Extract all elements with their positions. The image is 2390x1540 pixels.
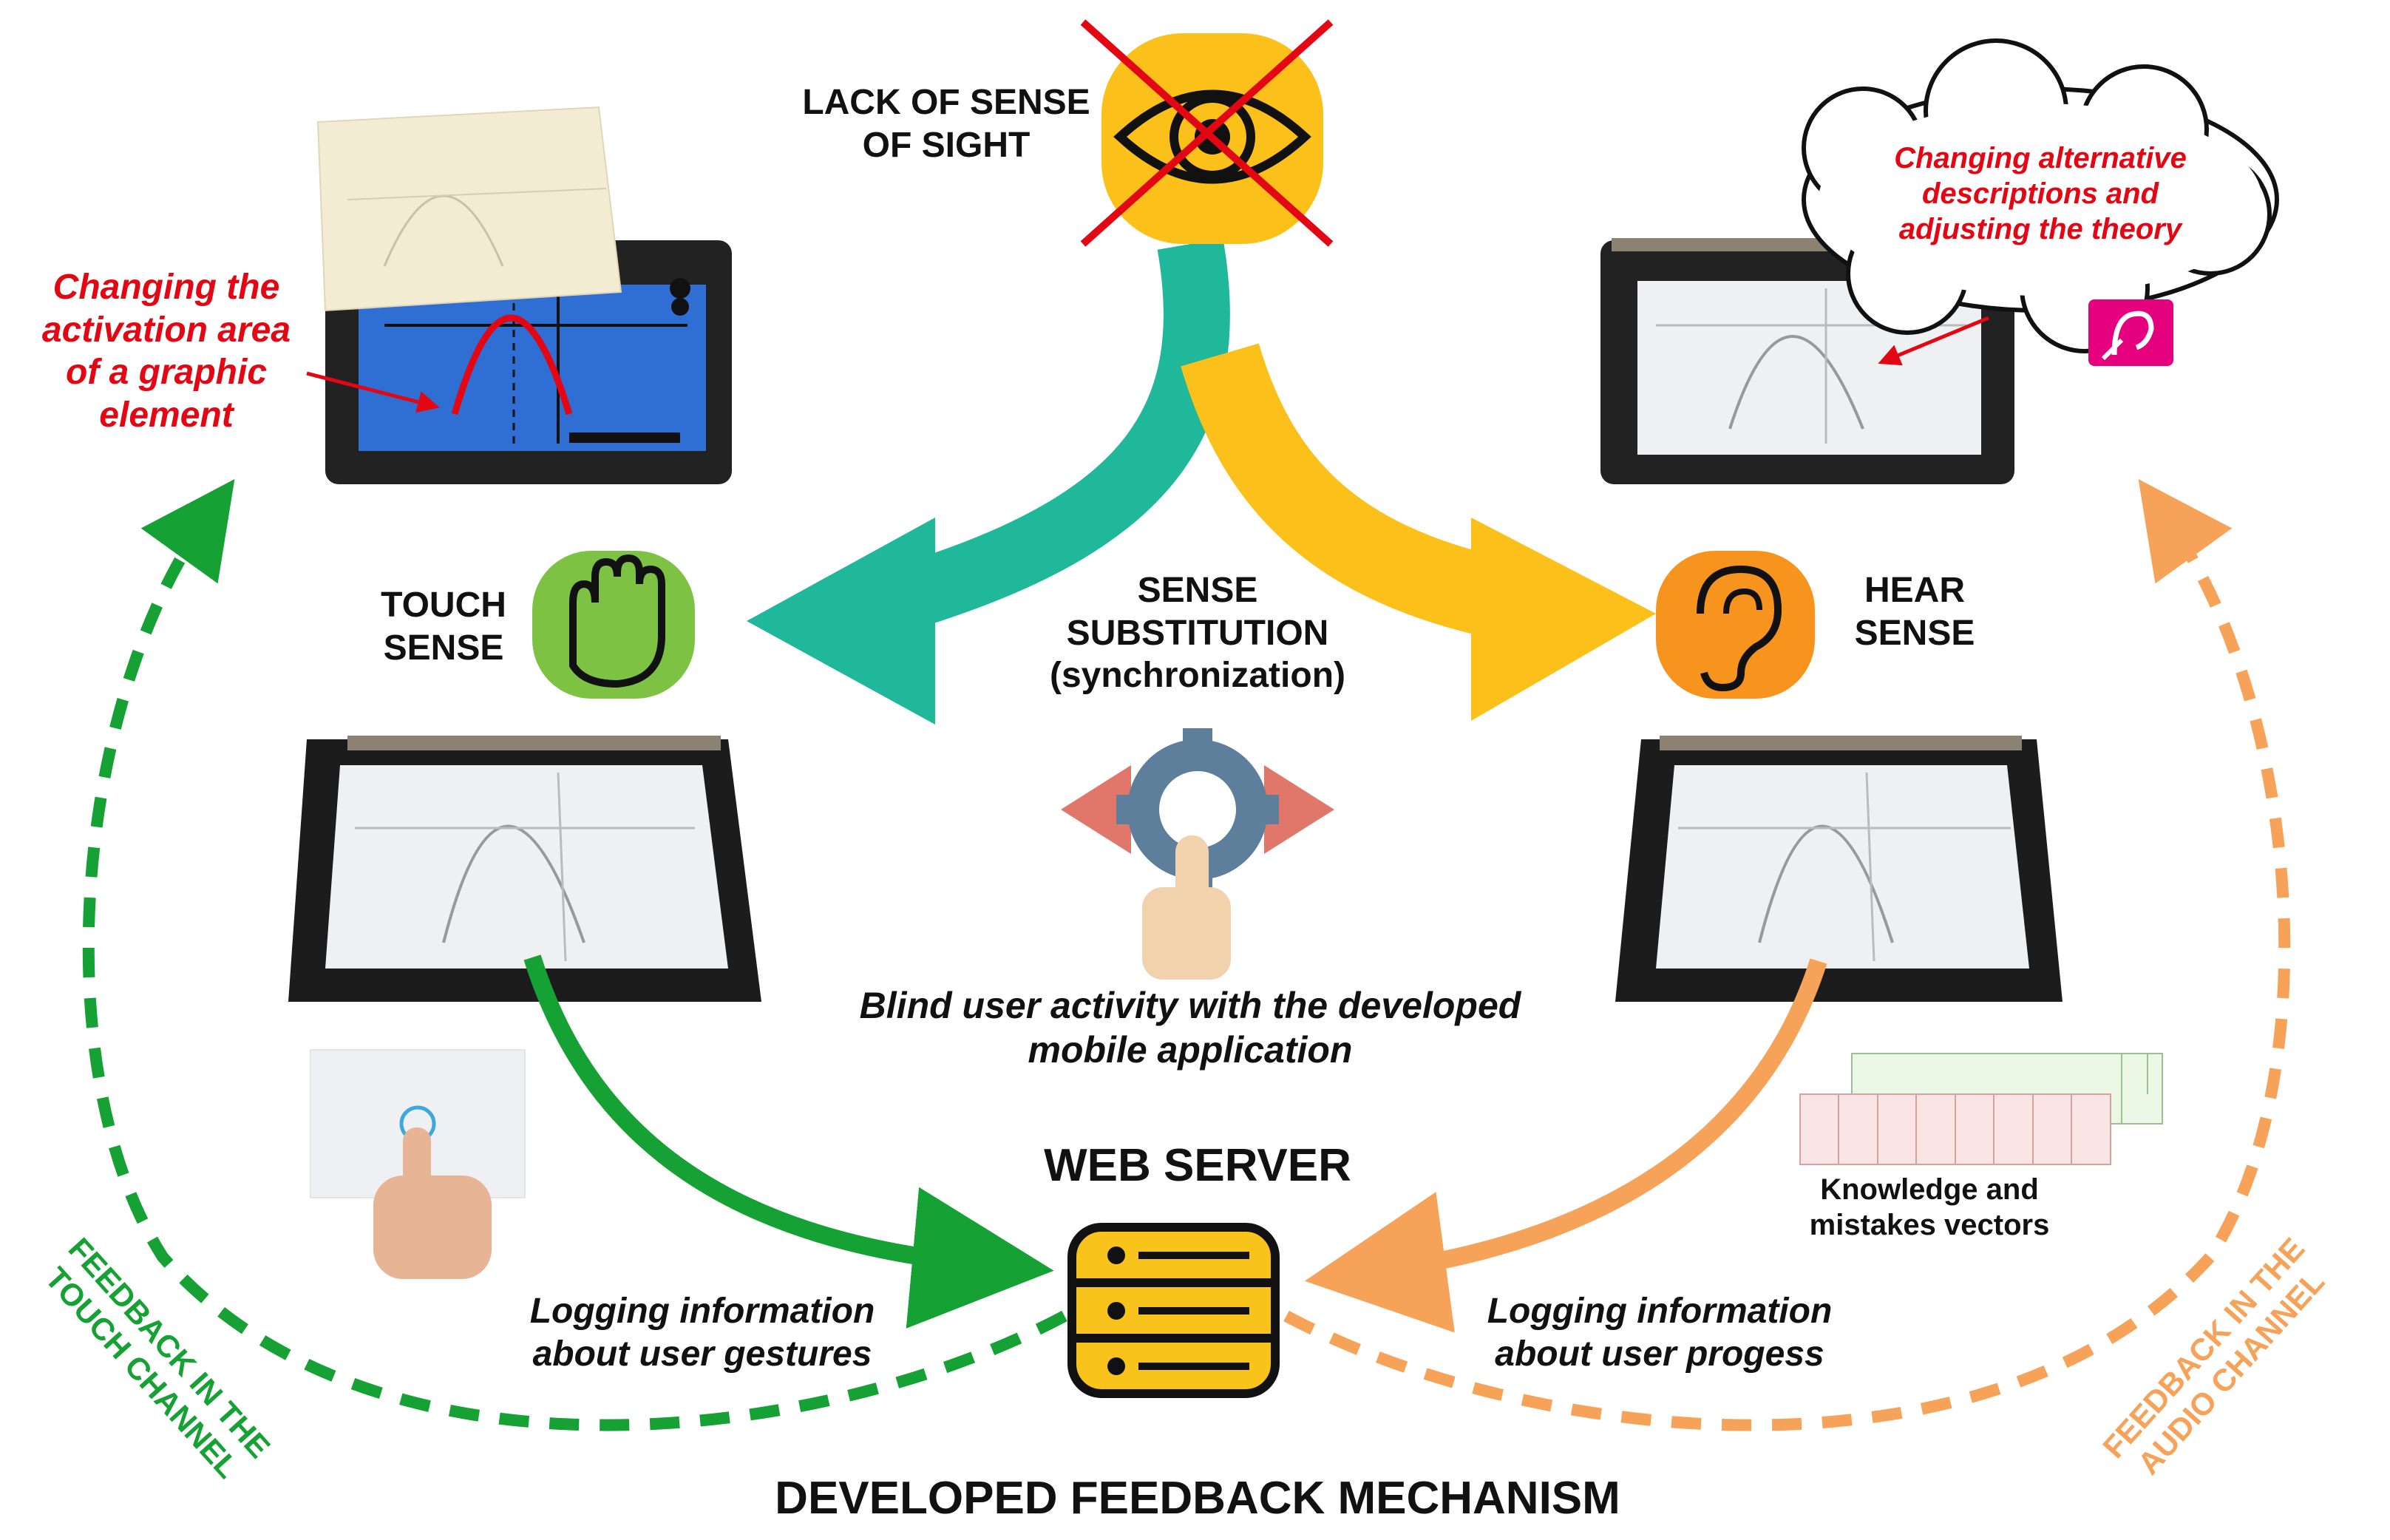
web-server-label: WEB SERVER xyxy=(1044,1140,1351,1191)
tap-finger-icon xyxy=(310,1049,526,1279)
hearing-loop-icon xyxy=(2088,299,2173,366)
tablet-audio-channel xyxy=(1615,736,2063,1002)
activation-pointer-arrow xyxy=(306,371,440,413)
pointing-finger-icon xyxy=(1142,835,1231,980)
touch-feedback-loop xyxy=(82,479,1067,1431)
knowledge-vectors-label: Knowledge and mistakes vectors xyxy=(1809,1173,2050,1241)
tablet-touch-channel xyxy=(288,736,761,1002)
knowledge-vectors-grid xyxy=(1799,1053,2163,1165)
description-pointer-arrow xyxy=(1878,316,1989,366)
audio-feedback-loop xyxy=(1283,479,2291,1431)
thought-cloud xyxy=(1802,38,2279,353)
changing-activation-label: Changing the activation area of a graphi… xyxy=(41,268,291,435)
yellow-substitution-arrow xyxy=(1181,343,1656,721)
developed-feedback-title: DEVELOPED FEEDBACK MECHANISM xyxy=(775,1473,1620,1524)
ear-icon xyxy=(1656,551,1815,699)
teal-substitution-arrow xyxy=(747,238,1230,725)
logging-progress-label: Logging information about user progess xyxy=(1487,1292,1833,1374)
lack-of-sight-label: LACK OF SENSE OF SIGHT xyxy=(802,83,1090,165)
gear-icon xyxy=(1061,728,1334,891)
sense-substitution-label: SENSE SUBSTITUTION (synchronization) xyxy=(1049,571,1345,696)
touch-sense-label: TOUCH SENSE xyxy=(381,586,506,668)
changing-alternative-label: Changing alternative descriptions and ad… xyxy=(1894,142,2187,245)
hand-icon xyxy=(532,551,695,699)
hear-sense-label: HEAR SENSE xyxy=(1854,571,1975,653)
blind-user-activity-label: Blind user activity with the developed m… xyxy=(859,985,1521,1071)
logging-gestures-label: Logging information about user gestures xyxy=(529,1292,875,1374)
paper-graph-sheet xyxy=(316,106,622,312)
progress-log-arrow xyxy=(1304,958,1827,1333)
gesture-log-arrow xyxy=(523,954,1054,1329)
database-icon xyxy=(1067,1223,1280,1398)
eye-crossed-icon xyxy=(1080,19,1334,247)
